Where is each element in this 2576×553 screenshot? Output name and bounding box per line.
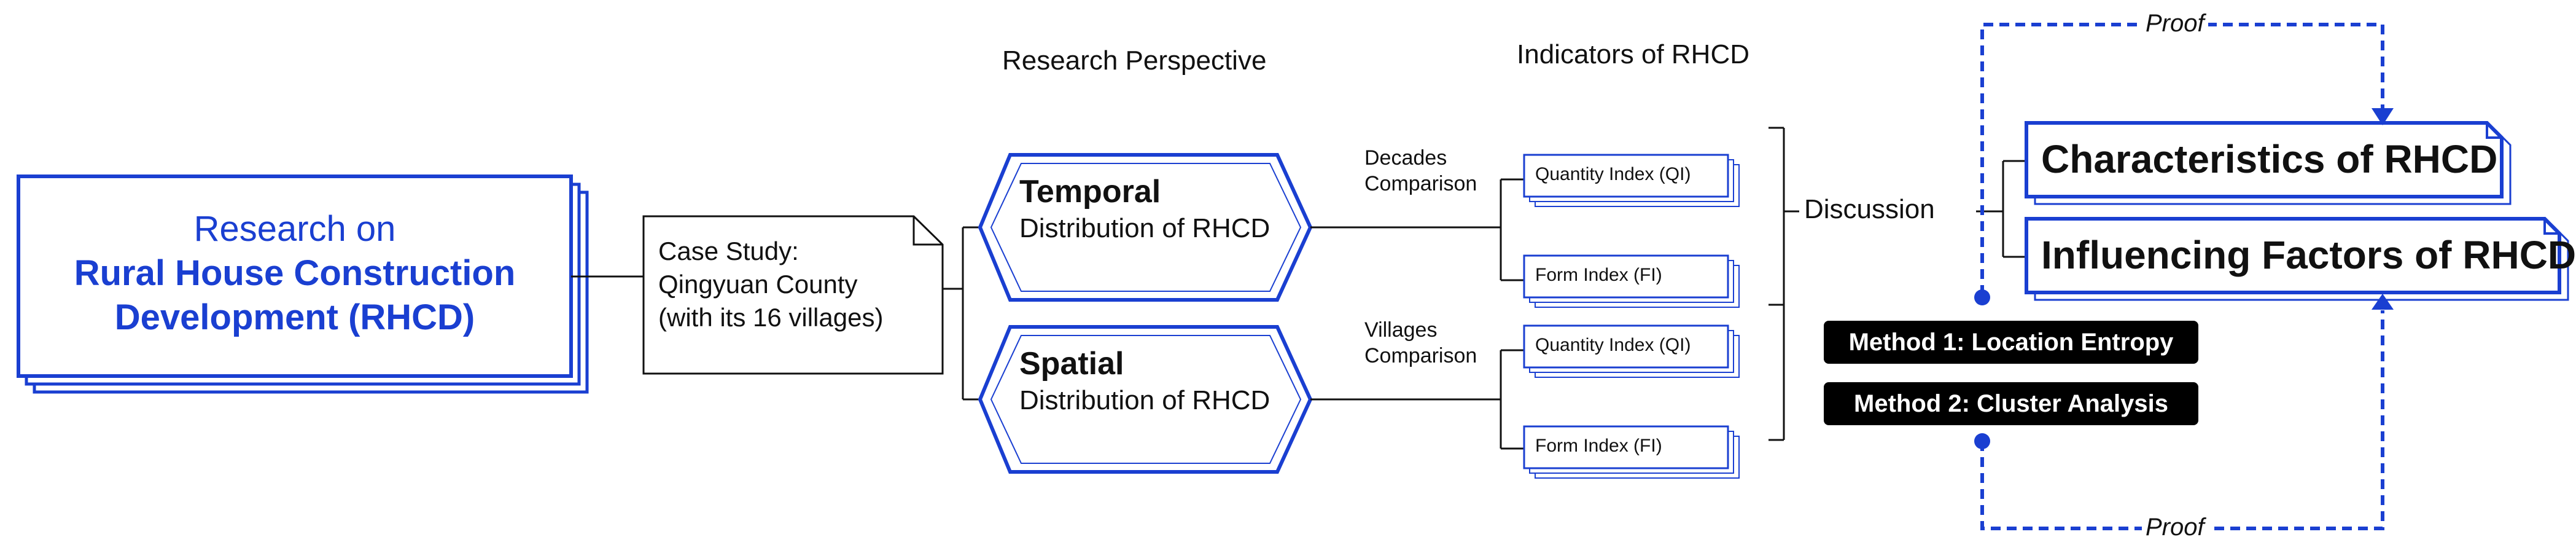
spatial-subtitle: Distribution of RHCD — [1019, 385, 1270, 415]
temporal-title: Temporal — [1019, 174, 1161, 210]
case-study-line2: Qingyuan County — [658, 270, 858, 299]
spatial-qi-frame — [1523, 324, 1729, 369]
spatial-hexagon — [978, 325, 1313, 474]
characteristics-label: Characteristics of RHCD — [2041, 137, 2498, 181]
case-study-line1: Case Study: — [658, 237, 799, 265]
temporal-fi-label: Form Index (FI) — [1535, 265, 1662, 285]
spatial-fi-frame — [1523, 425, 1729, 469]
main-title-line2: Rural House Construction — [74, 253, 516, 293]
temporal-comparison-line2: Comparison — [1364, 172, 1477, 195]
spatial-fi-label: Form Index (FI) — [1535, 436, 1662, 456]
temporal-qi-frame — [1523, 154, 1729, 198]
characteristics-frame — [2025, 121, 2504, 198]
temporal-qi-label: Quantity Index (QI) — [1535, 164, 1691, 184]
main-title-line3: Development (RHCD) — [114, 297, 475, 337]
temporal-hexagon — [978, 153, 1313, 302]
case-study-line3: (with its 16 villages) — [658, 303, 884, 332]
spatial-title: Spatial — [1019, 346, 1124, 382]
factors-label: Influencing Factors of RHCD — [2041, 233, 2576, 277]
temporal-comparison: Decades Comparison — [1364, 145, 1477, 197]
main-box-frame — [17, 175, 573, 378]
proof-label-bottom: Proof — [2142, 514, 2208, 541]
spatial-comparison-line2: Comparison — [1364, 344, 1477, 367]
perspective-heading: Research Perspective — [1002, 45, 1267, 76]
temporal-fi-frame — [1523, 254, 1729, 299]
method1-badge: Method 1: Location Entropy — [1824, 321, 2198, 364]
temporal-comparison-line1: Decades — [1364, 146, 1447, 170]
spatial-comparison-line1: Villages — [1364, 318, 1438, 342]
case-study-box: Case Study: Qingyuan County (with its 16… — [658, 235, 883, 334]
proof-label-top: Proof — [2142, 10, 2208, 37]
main-title-line1: Research on — [193, 209, 396, 249]
discussion-label: Discussion — [1804, 194, 1935, 224]
temporal-subtitle: Distribution of RHCD — [1019, 213, 1270, 243]
method2-badge: Method 2: Cluster Analysis — [1824, 382, 2198, 425]
spatial-qi-label: Quantity Index (QI) — [1535, 335, 1691, 355]
factors-frame — [2025, 217, 2561, 294]
case-study-frame — [642, 215, 944, 375]
spatial-comparison: Villages Comparison — [1364, 317, 1477, 369]
indicators-heading: Indicators of RHCD — [1517, 39, 1750, 69]
main-research-box: Research on Rural House Construction Dev… — [18, 207, 571, 340]
